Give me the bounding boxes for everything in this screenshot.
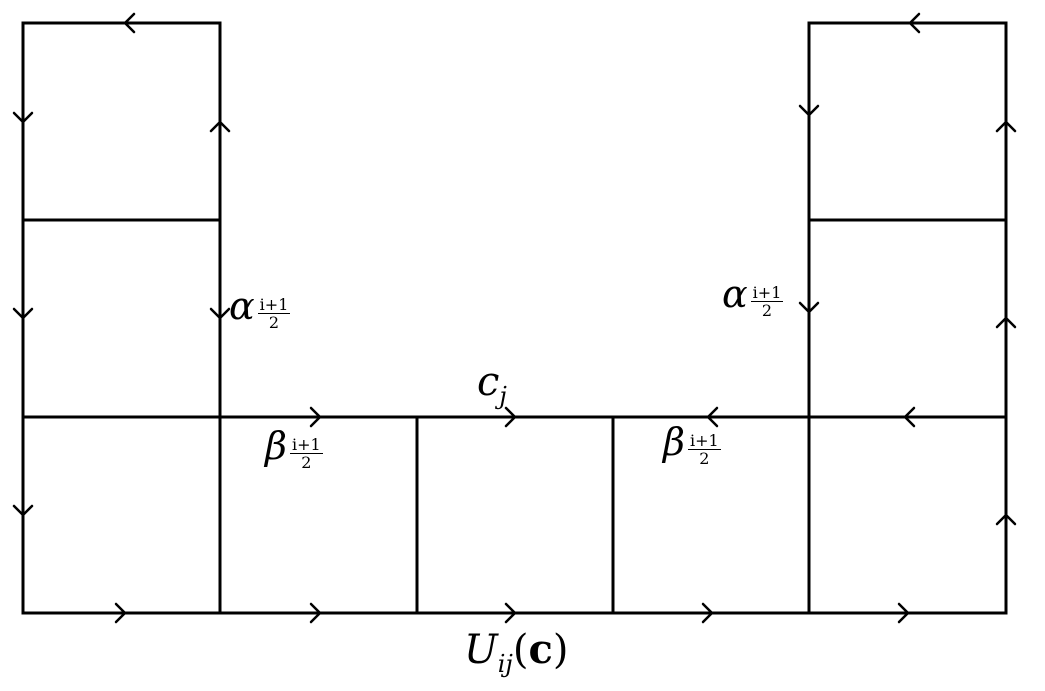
arrow-down-icon [12,307,34,320]
arrow-up-icon [995,316,1017,329]
arrow-down-icon [798,104,820,117]
arrow-up-icon [209,120,231,133]
uij-open-paren: ( [512,627,529,673]
uij-subscript: ij [497,650,513,678]
cj-subscript: j [499,382,507,410]
arrow-left-icon [908,12,921,34]
cj-label: cj [477,362,507,408]
arrow-left-icon [903,406,916,428]
arrow-right-icon [504,602,517,624]
arrow-left-icon [706,406,719,428]
alpha-right-symbol: α [722,272,748,316]
arrow-right-icon [309,602,322,624]
beta-right-symbol: β [663,420,685,464]
arrow-down-icon [209,307,231,320]
lattice-edges [21,21,1008,615]
uij-close-paren: ) [552,627,569,673]
arrow-down-icon [12,111,34,124]
arrow-down-icon [798,301,820,314]
orientation-arrows [12,12,1017,624]
uij-base: U [464,627,498,673]
cj-base: c [477,359,500,405]
uij-label: Uij(c) [464,627,569,678]
arrow-up-icon [995,120,1017,133]
arrow-right-icon [309,406,322,428]
arrow-down-icon [12,504,34,517]
beta-left-symbol: β [265,424,287,468]
arrow-right-icon [504,406,517,428]
arrow-right-icon [114,602,127,624]
arrow-up-icon [995,513,1017,526]
uij-argument: c [528,626,553,673]
arrow-right-icon [701,602,714,624]
arrow-left-icon [123,12,136,34]
arrow-right-icon [897,602,910,624]
alpha-left-symbol: α [229,284,255,328]
